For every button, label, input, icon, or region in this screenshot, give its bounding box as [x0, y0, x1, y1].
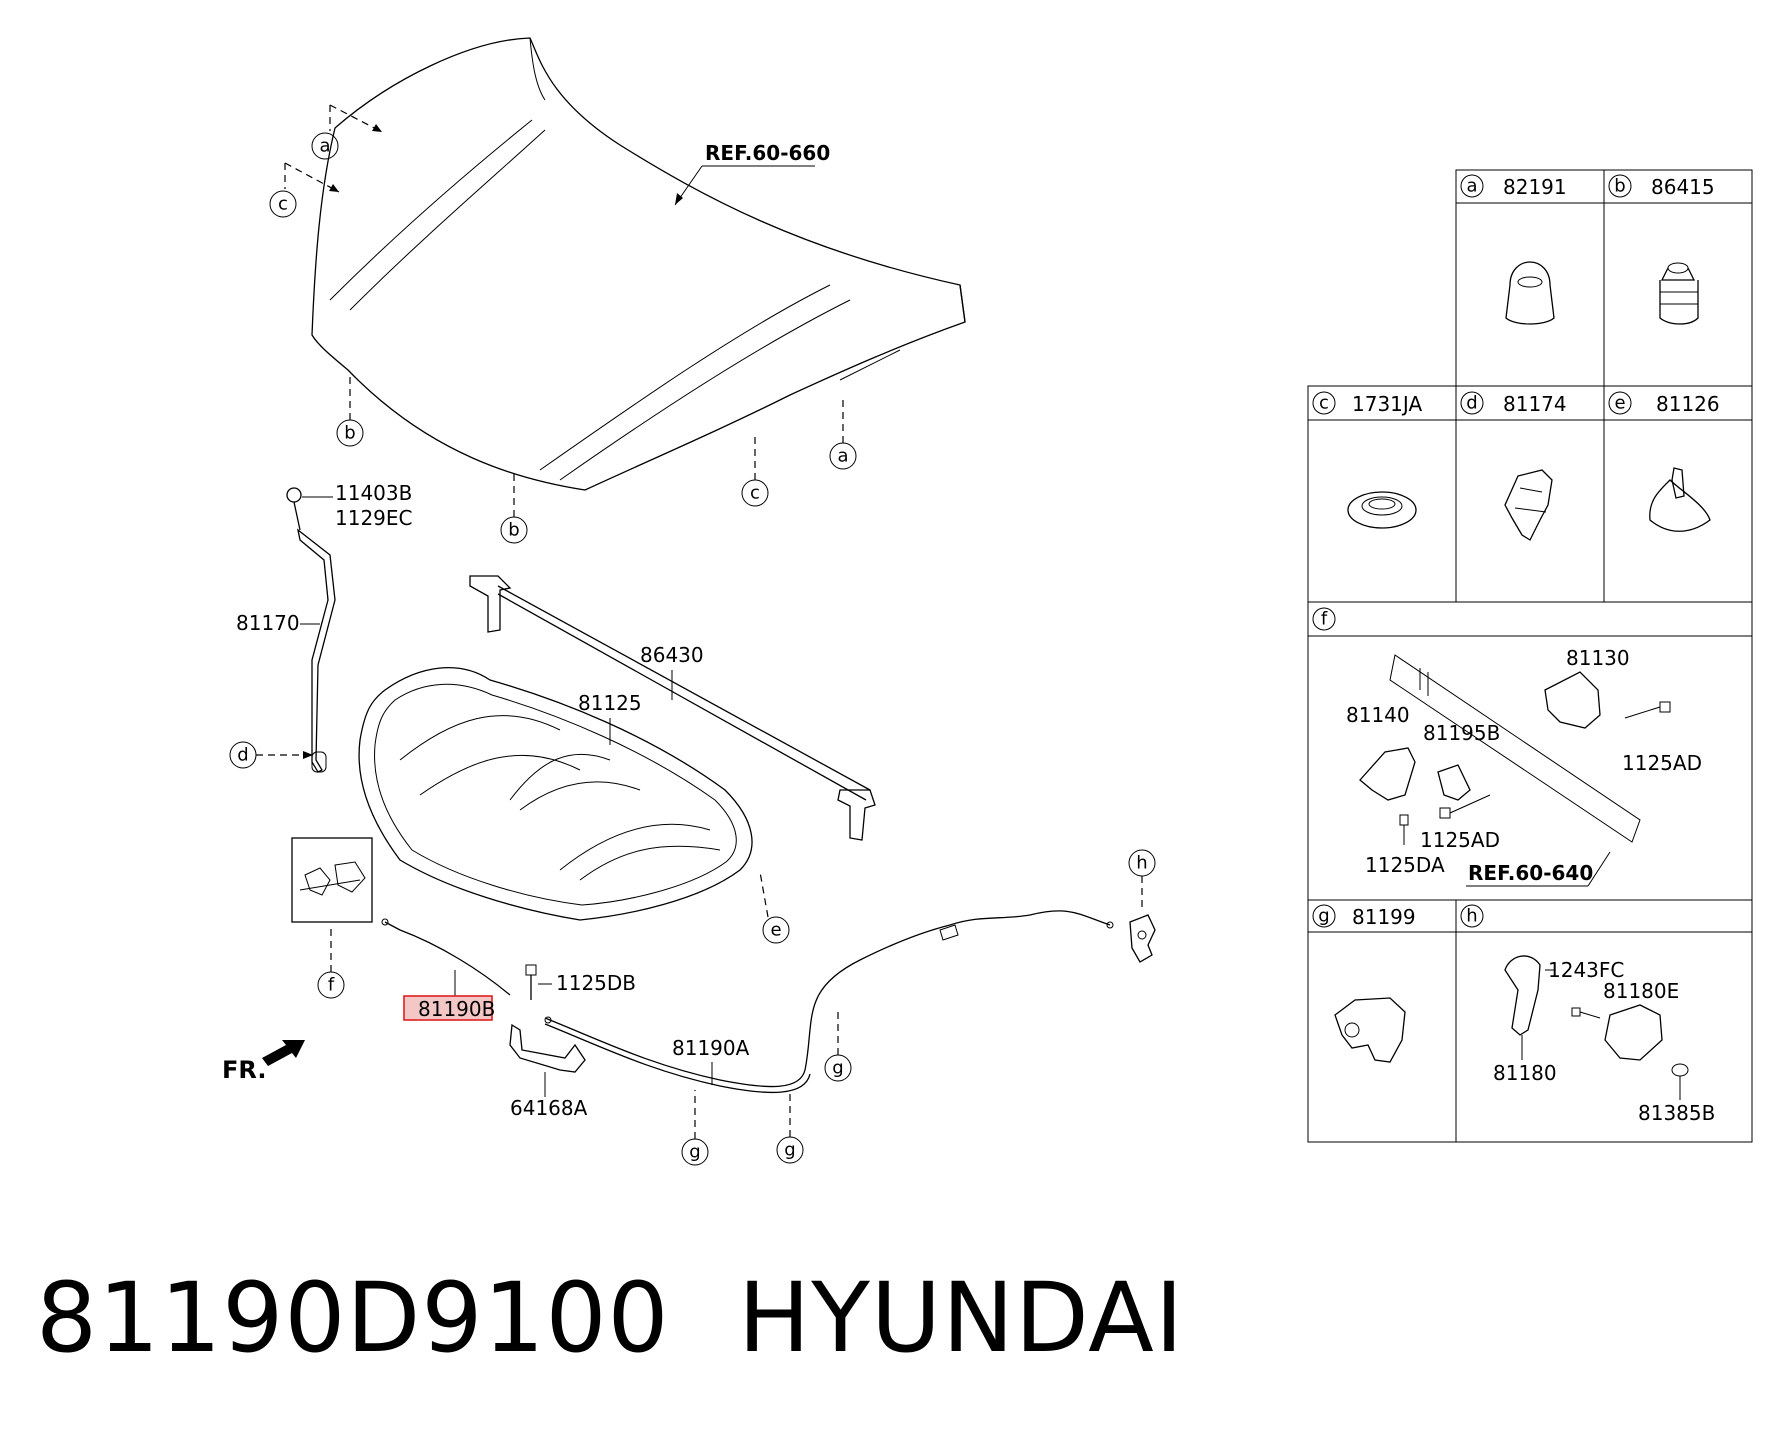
label-64168a: 64168A	[510, 1096, 588, 1120]
front-label: FR.	[222, 1056, 266, 1084]
svg-text:d: d	[237, 745, 248, 766]
legend-part-81195b: 81195B	[1423, 721, 1500, 745]
weatherstrip	[469, 575, 876, 841]
legend-cell-e: e 81126	[1608, 391, 1720, 532]
legend-part-81385b: 81385B	[1638, 1101, 1715, 1125]
grommet-1731ja-icon	[1347, 491, 1417, 529]
svg-text:e: e	[770, 920, 781, 941]
legend-part-81130: 81130	[1566, 646, 1630, 670]
svg-text:a: a	[837, 446, 848, 467]
clip-81126-icon	[1649, 467, 1711, 532]
svg-text:b: b	[1614, 176, 1625, 197]
label-81190a: 81190A	[672, 1036, 750, 1060]
svg-text:g: g	[832, 1058, 843, 1079]
legend-part-81126: 81126	[1656, 392, 1720, 416]
cable-callout-g-3: g	[824, 1010, 852, 1082]
thumbnail-callout-f: f	[317, 926, 345, 999]
legend-grid	[1307, 169, 1753, 1143]
legend-cell-b: b 86415	[1608, 174, 1715, 325]
hood-stay	[286, 487, 336, 773]
hood-callout-b-bottom: b	[500, 472, 528, 544]
hood-callout-a-top: a	[311, 104, 383, 160]
footer-brand: HYUNDAI	[738, 1262, 1185, 1374]
label-1129ec: 1129EC	[335, 506, 413, 530]
legend-cell-d: d 81174	[1460, 391, 1567, 541]
legend-part-81199: 81199	[1352, 905, 1416, 929]
svg-text:b: b	[344, 423, 355, 444]
legend-part-1125ad-right: 1125AD	[1622, 751, 1702, 775]
svg-text:h: h	[1136, 853, 1147, 874]
label-11403b: 11403B	[335, 481, 412, 505]
release-handle-assembly-icon	[1504, 955, 1689, 1077]
release-handle-thumbnail	[1129, 914, 1156, 963]
legend-part-81174: 81174	[1503, 392, 1567, 416]
footer-part-number: 81190D9100	[36, 1262, 670, 1374]
front-direction-indicator: FR.	[222, 1040, 305, 1084]
legend-part-1731ja: 1731JA	[1352, 392, 1422, 416]
legend-cell-h: h 1243FC 81180E 81180 81385B	[1460, 904, 1715, 1125]
svg-text:d: d	[1466, 393, 1477, 414]
svg-text:f: f	[1321, 609, 1328, 630]
legend-cell-a: a 82191	[1460, 174, 1567, 325]
insulator-callout-e: e	[759, 871, 790, 944]
hood-latch-assembly-icon	[1359, 654, 1671, 845]
legend-cell-f: f 81130 81140 81195B 1125AD 1125AD 1125D…	[1312, 607, 1702, 887]
ref-hood-label: REF.60-660	[705, 141, 830, 165]
stay-callout-d: d	[229, 741, 313, 769]
hood-callout-a-bottom: a	[829, 398, 857, 470]
hood-callout-c-bottom: c	[741, 435, 769, 507]
svg-text:b: b	[508, 520, 519, 541]
cable-callout-g-1: g	[681, 1090, 709, 1166]
svg-text:g: g	[1318, 906, 1329, 927]
legend-part-81140: 81140	[1346, 703, 1410, 727]
label-81190b: 81190B	[418, 997, 495, 1021]
release-cable-a	[544, 910, 1114, 1094]
label-81125: 81125	[578, 691, 642, 715]
latch-thumbnail	[291, 837, 373, 923]
svg-text:c: c	[750, 483, 760, 504]
hood-callout-b-left: b	[336, 375, 364, 447]
svg-text:g: g	[689, 1142, 700, 1163]
bracket-64168a	[509, 1023, 586, 1073]
svg-text:c: c	[1319, 393, 1329, 414]
cable-callout-g-2: g	[776, 1090, 804, 1164]
bumper-82191-icon	[1505, 261, 1555, 325]
ref-frame-label: REF.60-640	[1468, 861, 1593, 885]
legend-part-1125ad-left: 1125AD	[1420, 828, 1500, 852]
highlighted-part-81190b: 81190B	[403, 970, 495, 1021]
svg-text:g: g	[784, 1140, 795, 1161]
legend-part-81180: 81180	[1493, 1061, 1557, 1085]
hood-insulator	[358, 667, 753, 921]
legend-part-1125da: 1125DA	[1365, 853, 1445, 877]
release-cable-b	[381, 918, 511, 996]
legend-cell-g: g 81199	[1312, 904, 1416, 1063]
label-1125db: 1125DB	[556, 971, 636, 995]
clip-81174-icon	[1504, 469, 1553, 541]
legend-part-82191: 82191	[1503, 175, 1567, 199]
legend-cell-c: c 1731JA	[1312, 391, 1422, 529]
svg-text:a: a	[319, 136, 330, 157]
bolt-1125db	[525, 964, 537, 1000]
label-86430: 86430	[640, 643, 704, 667]
svg-text:h: h	[1466, 906, 1477, 927]
legend-part-1243fc: 1243FC	[1548, 958, 1624, 982]
svg-text:f: f	[328, 975, 335, 996]
label-81170: 81170	[236, 611, 300, 635]
handle-callout-h: h	[1128, 849, 1156, 910]
hood-callout-c-top: c	[269, 162, 340, 218]
hood-panel	[311, 37, 966, 491]
legend-part-81180e: 81180E	[1603, 979, 1679, 1003]
cable-clip-81199-icon	[1334, 997, 1406, 1063]
svg-text:e: e	[1614, 393, 1625, 414]
svg-text:c: c	[278, 194, 288, 215]
bumper-86415-icon	[1659, 262, 1699, 325]
svg-text:a: a	[1466, 176, 1477, 197]
legend-part-86415: 86415	[1651, 175, 1715, 199]
